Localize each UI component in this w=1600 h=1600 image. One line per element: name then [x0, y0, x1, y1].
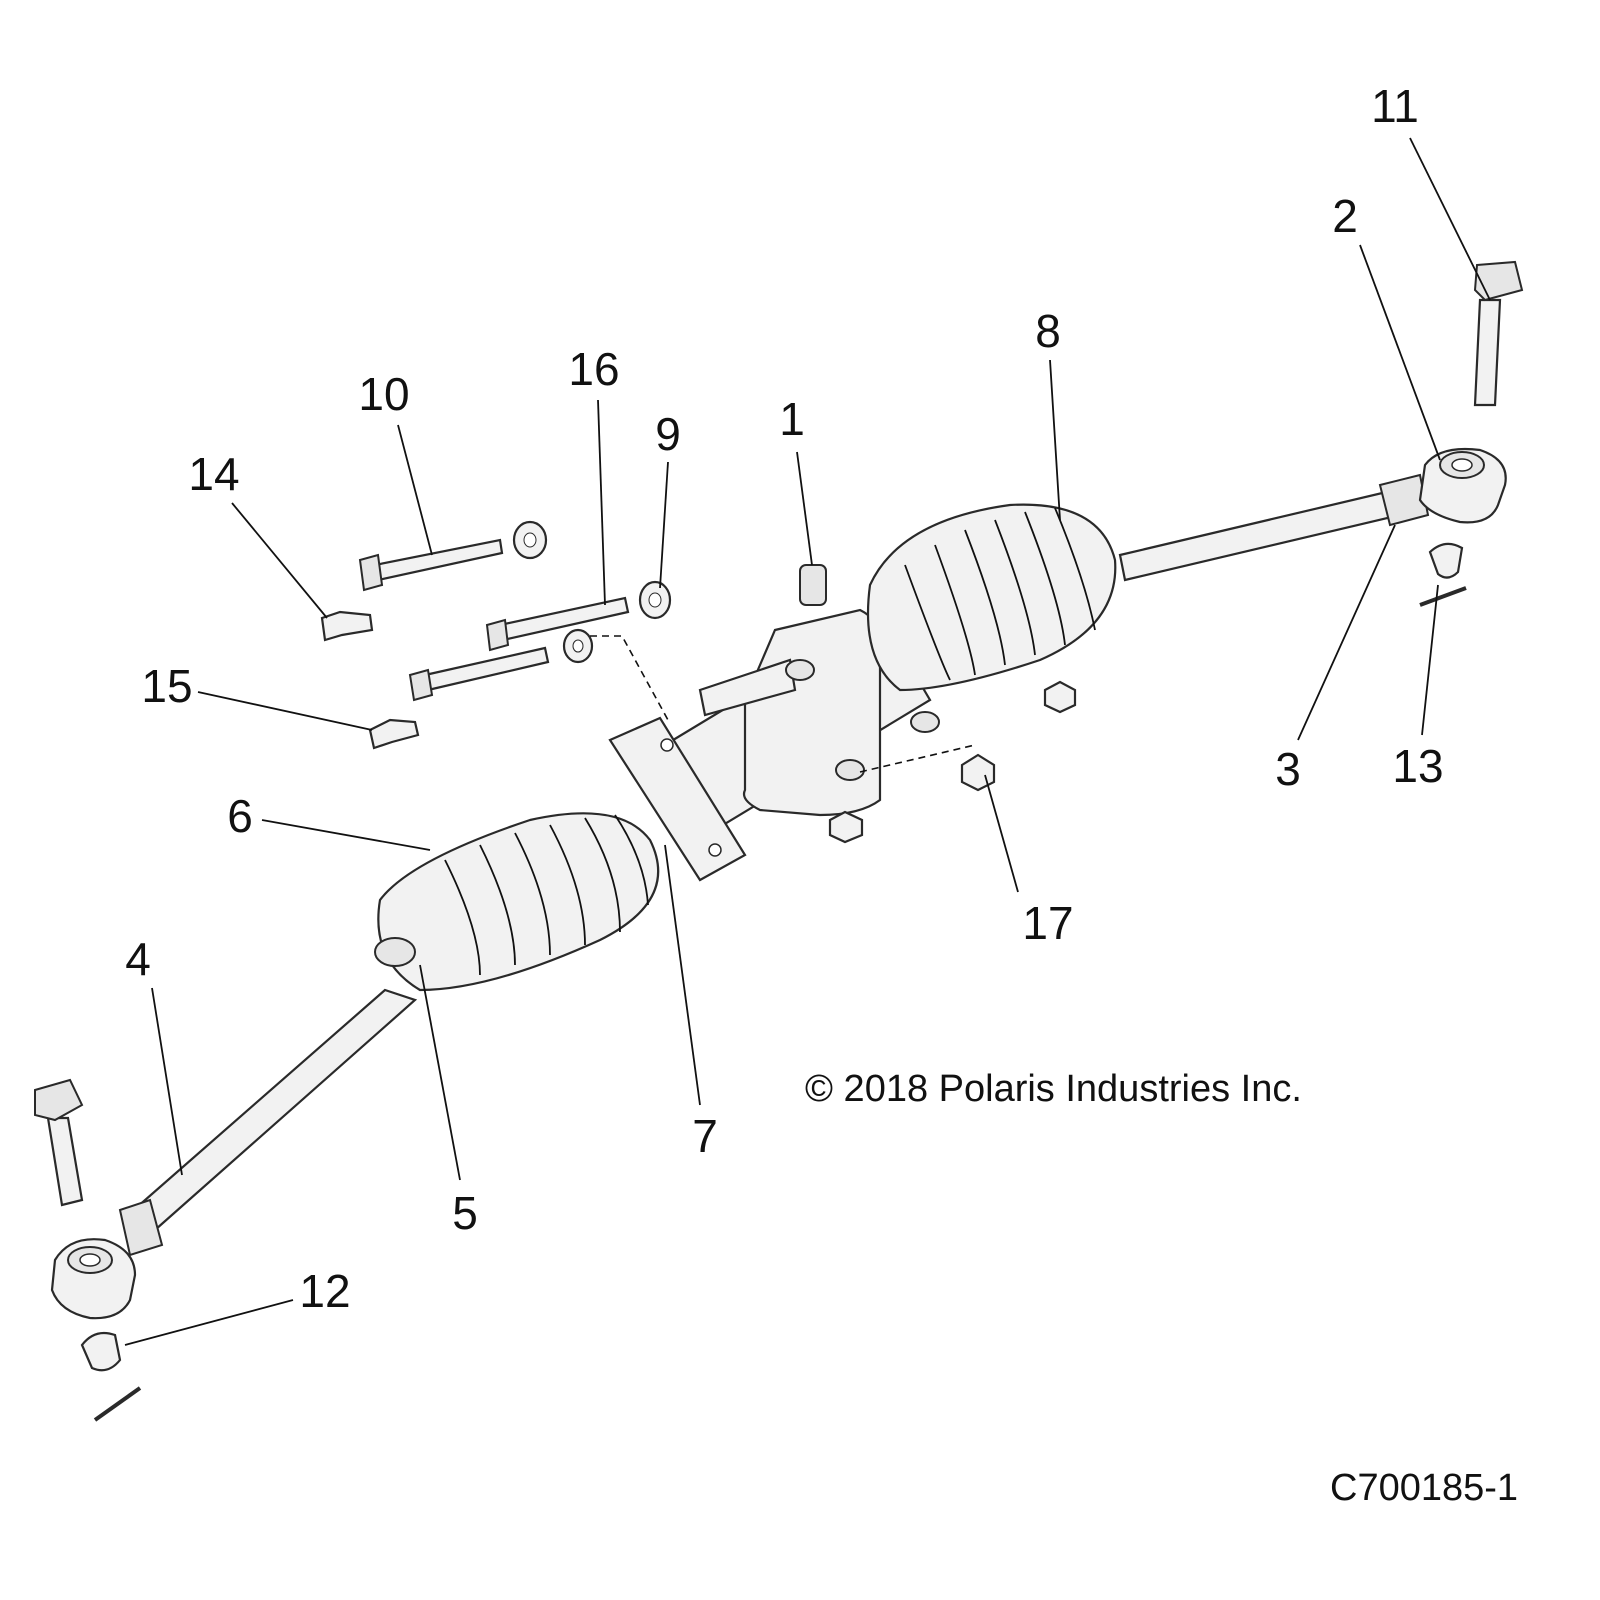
right-tie-rod-end — [1418, 447, 1507, 524]
bolt-15 — [368, 718, 420, 750]
rack-housing — [638, 564, 940, 847]
callout-16: 16 — [568, 343, 619, 395]
nut-17 — [960, 753, 996, 792]
left-cotter-pin — [93, 1386, 142, 1422]
callout-14: 14 — [188, 448, 239, 500]
nut-a — [1043, 680, 1077, 714]
callout-15: 15 — [141, 660, 192, 712]
left-tie-rod — [118, 988, 418, 1257]
callout-10: 10 — [358, 368, 409, 420]
assembly-line-nut — [859, 744, 976, 773]
left-castle-nut — [80, 1331, 122, 1372]
bolt-lower — [408, 646, 550, 702]
bolt-16 — [485, 596, 630, 652]
right-cotter-pin — [1419, 586, 1467, 607]
callout-7: 7 — [692, 1110, 718, 1162]
callout-1: 1 — [779, 393, 805, 445]
bolt-14 — [320, 610, 374, 642]
callout-8: 8 — [1035, 305, 1061, 357]
callout-9: 9 — [655, 408, 681, 460]
diagram-id: C700185-1 — [1330, 1467, 1518, 1509]
left-bolt — [34, 1078, 84, 1207]
callout-11: 11 — [1371, 80, 1419, 132]
washer-lower — [562, 628, 594, 664]
callout-5: 5 — [452, 1187, 478, 1239]
right-boot — [866, 503, 1117, 692]
callout-17: 17 — [1022, 897, 1073, 949]
leader-lines — [124, 137, 1491, 1346]
callout-4: 4 — [125, 933, 151, 985]
callout-2: 2 — [1332, 190, 1358, 242]
assembly-line-bolt — [590, 635, 669, 721]
bolt-10 — [358, 538, 504, 592]
nut-b — [828, 810, 864, 844]
callout-3: 3 — [1275, 743, 1301, 795]
right-tie-rod — [1118, 473, 1430, 582]
callout-6: 6 — [227, 790, 253, 842]
right-bolt — [1473, 260, 1524, 407]
left-tie-rod-end — [50, 1238, 137, 1320]
callout-12: 12 — [299, 1265, 350, 1317]
mounting-bracket — [608, 716, 747, 882]
left-boot — [374, 812, 660, 992]
washer-9 — [638, 580, 672, 620]
right-castle-nut — [1428, 542, 1464, 579]
callout-13: 13 — [1392, 740, 1443, 792]
washer-10 — [512, 520, 548, 560]
copyright-notice: © 2018 Polaris Industries Inc. — [805, 1068, 1302, 1110]
